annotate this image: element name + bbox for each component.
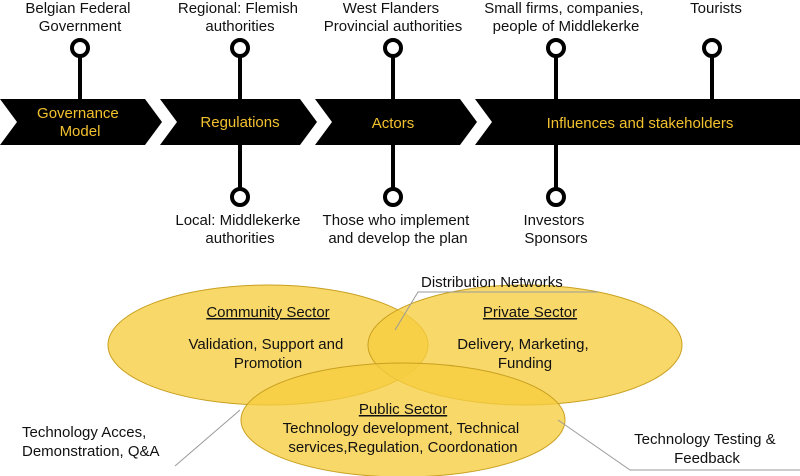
callout-line-access — [174, 409, 241, 467]
segment-governance-shape — [0, 99, 162, 145]
segment-influences-shape — [475, 99, 800, 145]
top-label-tourists: Tourists — [690, 0, 742, 17]
pin-firms — [546, 38, 566, 99]
segment-regulations-shape — [160, 99, 317, 145]
sector-private-body: Delivery, Marketing, Funding — [457, 336, 593, 372]
pin-implementers — [383, 145, 403, 207]
sector-public-body: Technology development, Technical servic… — [283, 420, 524, 456]
callout-distribution: Distribution Networks — [421, 274, 563, 291]
bottom-label-implementers: Those who implement and develop the plan — [323, 212, 474, 247]
pin-investors — [546, 145, 566, 207]
pin-provincial — [383, 38, 403, 99]
sector-community-body: Validation, Support and Promotion — [188, 336, 347, 372]
pin-federal — [70, 38, 90, 99]
venn-diagram — [107, 284, 683, 476]
top-label-federal: Belgian Federal Government — [25, 0, 134, 35]
sector-community-title: Community Sector — [206, 304, 329, 321]
pin-tourists — [702, 38, 722, 99]
callout-testing: Technology Testing & Feedback — [634, 431, 780, 467]
ellipse-public — [240, 362, 566, 476]
segment-actors-shape — [315, 99, 477, 145]
sector-public-title: Public Sector — [359, 401, 447, 418]
top-label-provincial: West Flanders Provincial authorities — [324, 0, 462, 35]
callout-line-distribution — [394, 291, 598, 331]
top-label-firms: Small firms, companies, people of Middle… — [484, 0, 647, 35]
segment-actors-label: Actors — [372, 115, 415, 132]
bottom-label-investors: Investors Sponsors — [523, 212, 588, 247]
pin-regional — [230, 38, 250, 99]
timeline-bar — [0, 99, 800, 145]
callout-access: Technology Acces, Demonstration, Q&A — [22, 424, 160, 460]
bottom-label-local: Local: Middlekerke authorities — [175, 212, 304, 247]
callout-line-testing — [557, 419, 800, 471]
callout-lines — [174, 291, 800, 471]
top-label-regional: Regional: Flemish authorities — [178, 0, 302, 35]
segment-influences-label: Influences and stakeholders — [547, 115, 734, 132]
pin-local — [230, 145, 250, 207]
sector-private-title: Private Sector — [483, 304, 577, 321]
segment-governance-label: Governance Model — [37, 105, 123, 140]
segment-regulations-label: Regulations — [200, 114, 279, 131]
